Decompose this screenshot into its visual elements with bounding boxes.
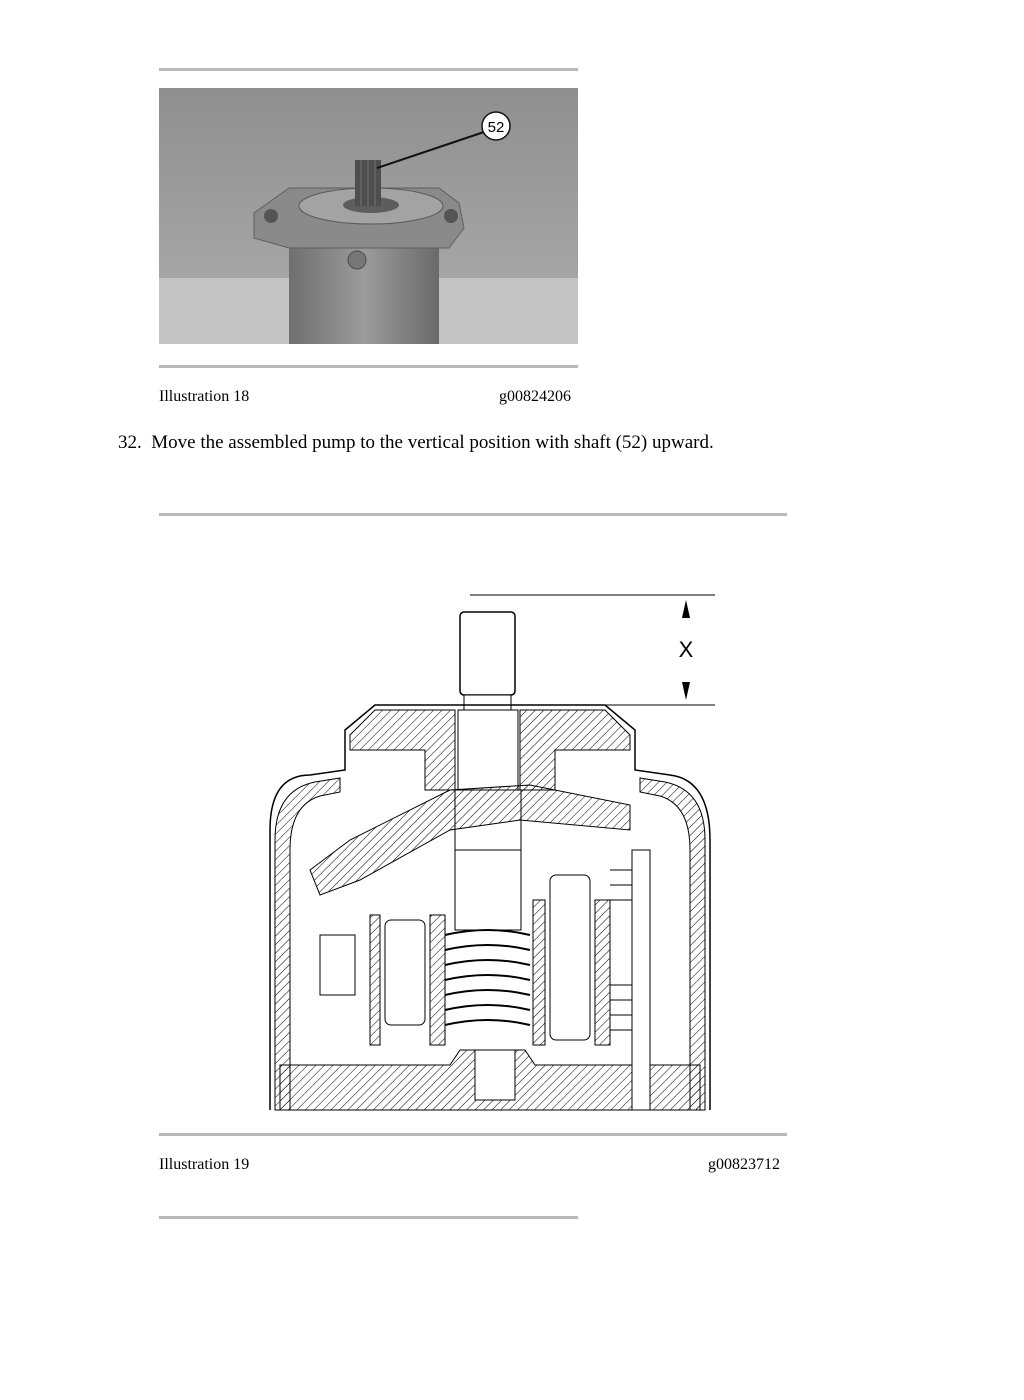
step-32: 32. Move the assembled pump to the verti…: [118, 432, 714, 454]
next-figure-top-rule: [159, 1216, 578, 1219]
figure18-top-rule: [159, 68, 578, 71]
figure19-top-rule: [159, 513, 787, 516]
callout-52: 52: [488, 119, 505, 136]
step-number: 32.: [118, 432, 142, 453]
figure19-bottom-rule: [159, 1133, 787, 1136]
pump-section-drawing: X: [250, 520, 730, 1120]
figure18-id: g00824206: [499, 388, 571, 405]
pump-shaft-photo: 52: [159, 88, 578, 344]
pump-section-svg: X: [269, 594, 715, 1111]
dimension-x-label: X: [679, 637, 694, 662]
figure18-bottom-rule: [159, 365, 578, 368]
figure18-caption: Illustration 18: [159, 388, 250, 405]
pump-photo-svg: 52: [159, 88, 578, 344]
figure19-caption: Illustration 19: [159, 1156, 250, 1173]
step-text: Move the assembled pump to the vertical …: [151, 432, 714, 453]
figure19-id: g00823712: [708, 1156, 780, 1173]
